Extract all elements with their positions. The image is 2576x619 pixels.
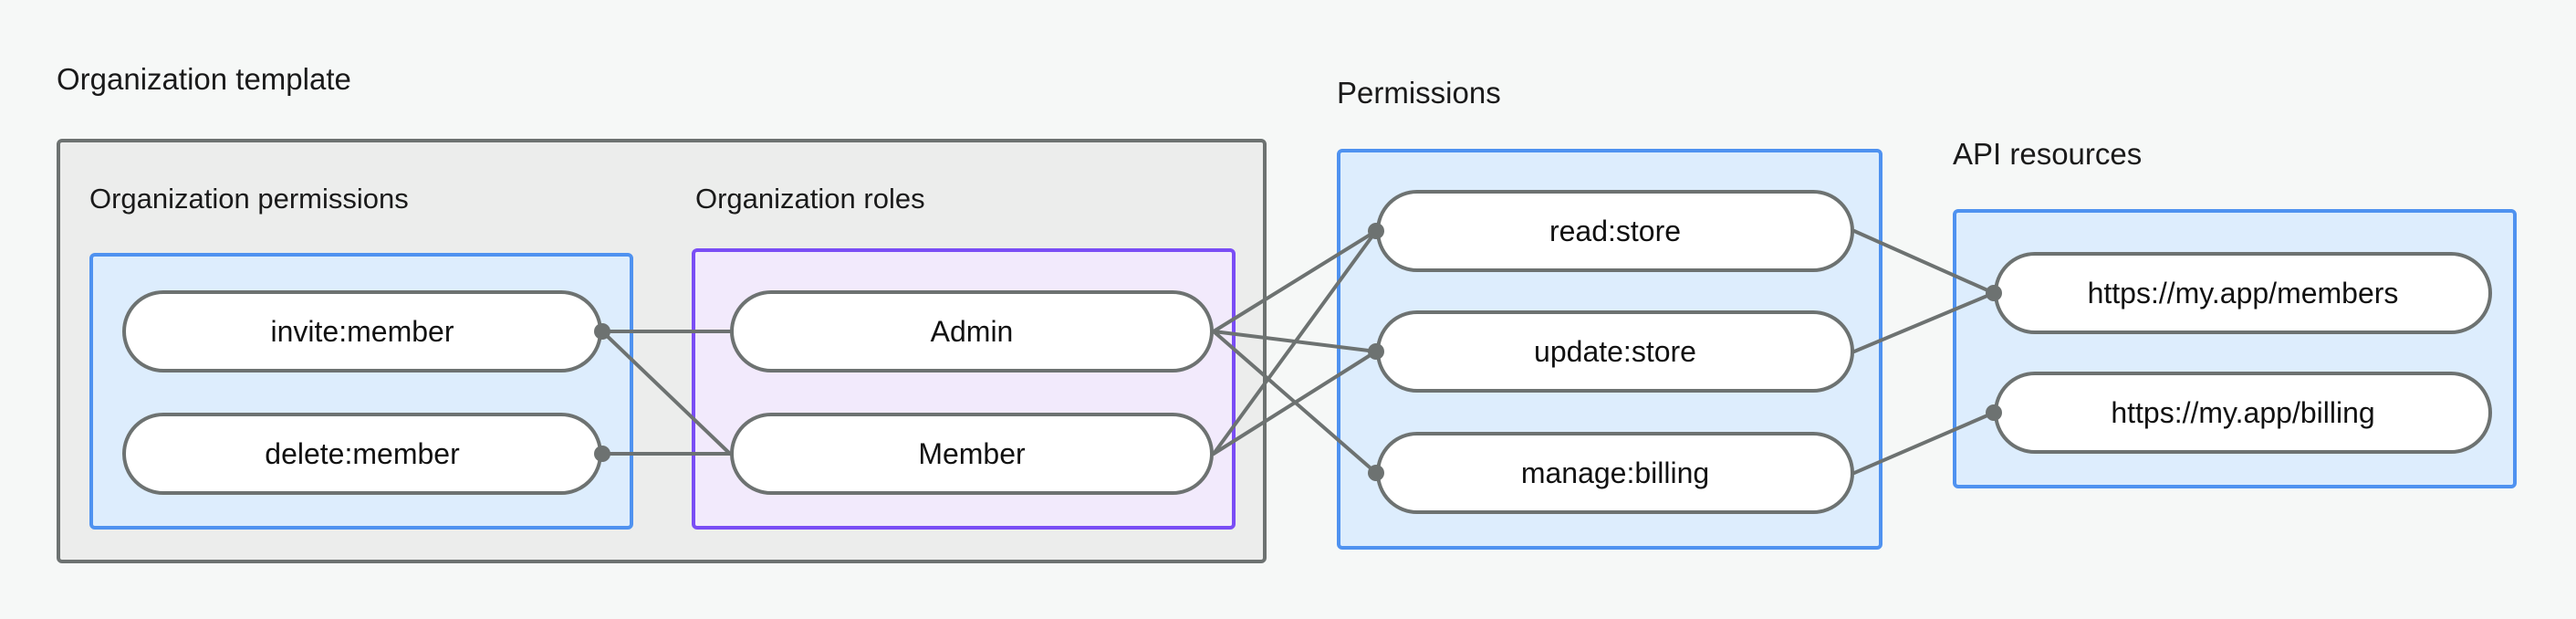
connector-dot-members-url-left	[1986, 285, 2002, 301]
node-delete-member[interactable]: delete:member	[122, 413, 602, 495]
node-invite-member[interactable]: invite:member	[122, 290, 602, 372]
connector-dot-update-store-left	[1368, 343, 1384, 360]
node-members-url[interactable]: https://my.app/members	[1994, 252, 2492, 334]
group-title-api-resources: API resources	[1953, 137, 2143, 171]
connector-dot-invite-member-right	[594, 323, 610, 340]
group-title-permissions: Permissions	[1337, 76, 1501, 110]
group-title-organization-template: Organization template	[57, 62, 351, 96]
subgroup-title-organization-roles: Organization roles	[695, 183, 925, 215]
node-billing-url[interactable]: https://my.app/billing	[1994, 372, 2492, 454]
node-manage-billing[interactable]: manage:billing	[1376, 432, 1854, 514]
connector-dot-manage-billing-left	[1368, 465, 1384, 481]
node-member[interactable]: Member	[730, 413, 1214, 495]
node-admin[interactable]: Admin	[730, 290, 1214, 372]
connector-dot-read-store-left	[1368, 223, 1384, 239]
node-read-store[interactable]: read:store	[1376, 190, 1854, 272]
connector-dot-delete-member-right	[594, 446, 610, 462]
connector-dot-billing-url-left	[1986, 404, 2002, 421]
node-update-store[interactable]: update:store	[1376, 310, 1854, 393]
subgroup-title-organization-permissions: Organization permissions	[89, 183, 409, 215]
